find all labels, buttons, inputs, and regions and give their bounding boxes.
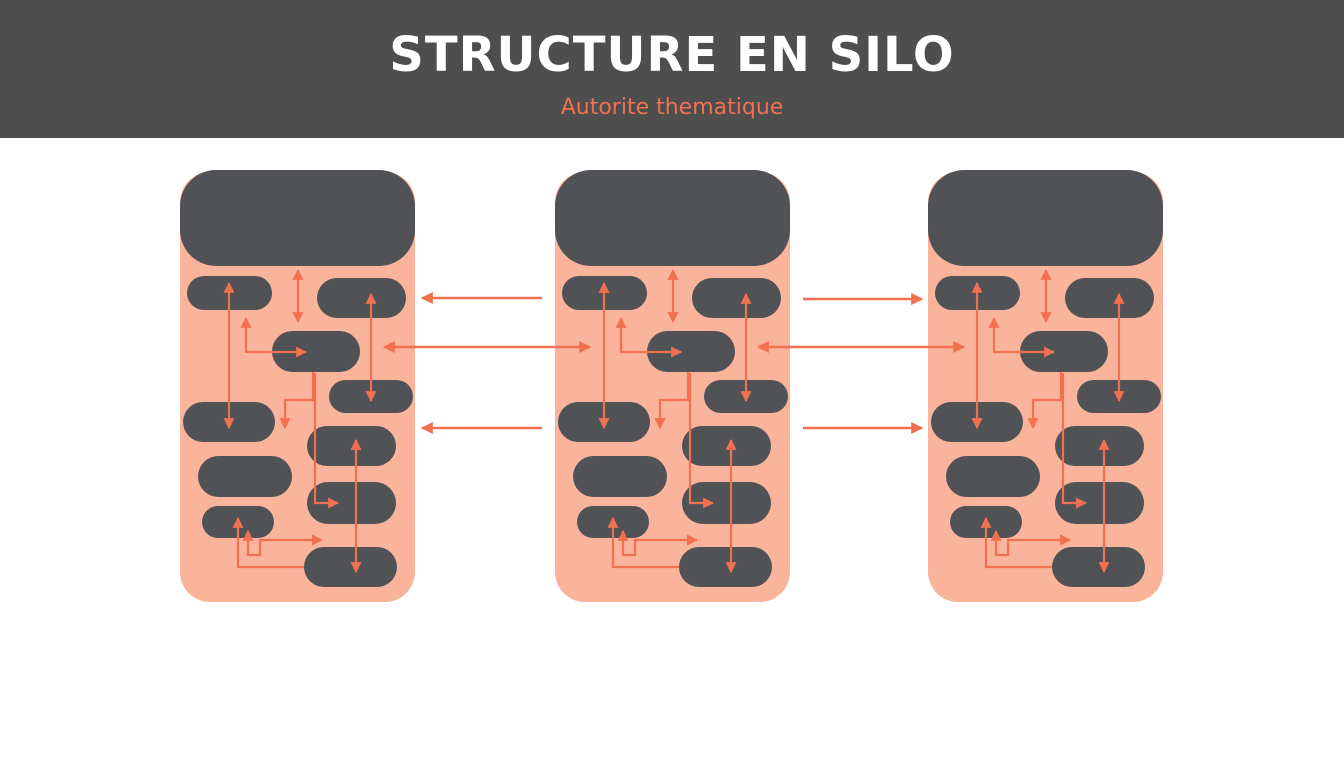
- silo-page-node: [682, 426, 771, 466]
- silo-page-node: [946, 456, 1040, 497]
- internal-link-arrow: [617, 529, 699, 557]
- internal-link-arrow: [240, 316, 308, 358]
- internal-link-arrow: [990, 529, 1072, 557]
- internal-link-arrow: [988, 316, 1056, 358]
- page-subtitle: Autorite thematique: [560, 95, 784, 120]
- silo-page-node: [304, 547, 397, 587]
- internal-link-arrow: [313, 373, 340, 509]
- silo-pillar-page: [180, 170, 415, 266]
- silo-pillar-page: [555, 170, 790, 266]
- internal-link-arrow: [615, 316, 683, 358]
- silo-page-node: [1065, 278, 1154, 318]
- silo-2: [555, 170, 790, 602]
- silo-page-node: [317, 278, 406, 318]
- silo-page-node: [1052, 547, 1145, 587]
- silo-pillar-page: [928, 170, 1163, 266]
- internal-link-arrow: [1061, 373, 1088, 509]
- silo-page-node: [307, 426, 396, 466]
- silo-page-node: [1055, 426, 1144, 466]
- internal-link-arrow: [242, 529, 324, 557]
- silo-page-node: [679, 547, 772, 587]
- internal-link-arrow: [980, 516, 1052, 569]
- internal-link-arrow: [654, 372, 690, 430]
- internal-link-arrow: [1027, 372, 1063, 430]
- silo-page-node: [692, 278, 781, 318]
- internal-link-arrow: [688, 373, 715, 509]
- internal-link-arrow: [279, 372, 315, 430]
- internal-link-arrow: [232, 516, 304, 569]
- silo-3: [928, 170, 1163, 602]
- page-title: STRUCTURE EN SILO: [389, 27, 955, 83]
- internal-link-arrow: [607, 516, 679, 569]
- silo-page-node: [573, 456, 667, 497]
- silo-1: [180, 170, 415, 602]
- silo-page-node: [198, 456, 292, 497]
- header-banner: STRUCTURE EN SILO Autorite thematique: [0, 0, 1344, 138]
